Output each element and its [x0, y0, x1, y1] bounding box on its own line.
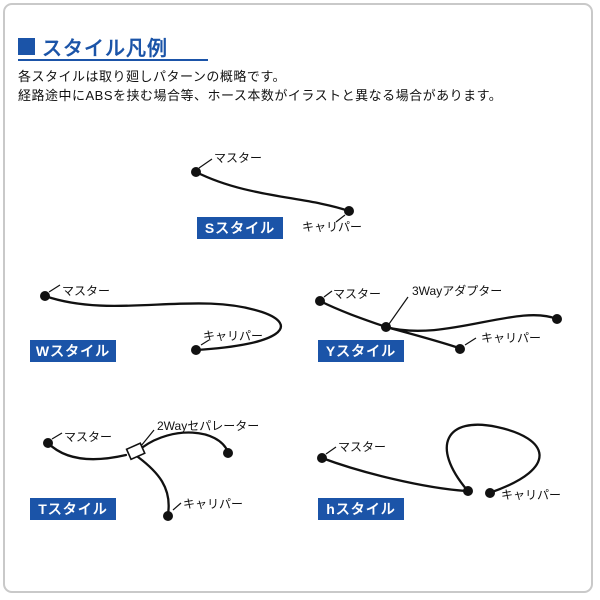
- w-caliper-leader-line: [200, 339, 210, 346]
- y-adapter-leader-line: [388, 296, 409, 325]
- y-style-diagram: [315, 290, 562, 354]
- h-master-dot: [317, 453, 327, 463]
- t-separator-label: 2Wayセパレーター: [157, 419, 260, 433]
- title-underline: [18, 59, 208, 61]
- s-caliper-label: キャリパー: [302, 220, 363, 234]
- h-style-name-box: hスタイル: [318, 498, 404, 520]
- t-hose-upper-branch-path: [141, 431, 230, 454]
- s-caliper-leader-line: [335, 214, 346, 223]
- blue-square-icon: [18, 38, 35, 55]
- h-caliper-label: キャリパー: [501, 488, 562, 502]
- w-master-dot: [40, 291, 50, 301]
- h-caliper-dot-right: [485, 488, 495, 498]
- t-separator-leader-line: [140, 429, 155, 447]
- h-caliper-dot-left: [463, 486, 473, 496]
- h-hose-loop-path: [445, 423, 541, 494]
- section-title: スタイル凡例: [18, 32, 168, 61]
- page-title: スタイル凡例: [42, 38, 168, 60]
- t-caliper-dot-lower: [163, 511, 173, 521]
- y-style-name-box: Yスタイル: [318, 340, 404, 362]
- w-hose-path: [43, 294, 282, 352]
- w-style-name-box: Wスタイル: [30, 340, 116, 362]
- w-master-label: マスター: [62, 284, 111, 298]
- s-master-label: マスター: [214, 151, 263, 165]
- s-style-name-box: Sスタイル: [197, 217, 283, 239]
- t-hose-master-path: [46, 441, 128, 461]
- t-style-diagram: [43, 429, 233, 521]
- s-caliper-dot: [344, 206, 354, 216]
- t-hose-lower-branch-path: [136, 455, 170, 516]
- h-master-label: マスター: [338, 440, 387, 454]
- h-hose-master-path: [320, 456, 468, 493]
- t-master-leader-line: [51, 432, 63, 440]
- s-hose-path: [194, 170, 351, 213]
- y-caliper-dot-upper: [552, 314, 562, 324]
- y-caliper-dot-lower: [455, 344, 465, 354]
- t-master-label: マスター: [64, 430, 113, 444]
- y-hose-master-path: [318, 299, 388, 329]
- t-caliper-leader-line: [172, 502, 182, 511]
- y-master-leader-line: [323, 290, 333, 298]
- h-style-diagram: [317, 423, 541, 498]
- y-master-dot: [315, 296, 325, 306]
- w-caliper-label: キャリパー: [203, 329, 264, 343]
- y-master-label: マスター: [333, 287, 382, 301]
- s-style-diagram: [191, 158, 354, 223]
- t-style-name-box: Tスタイル: [30, 498, 116, 520]
- t-master-dot: [43, 438, 53, 448]
- y-hose-short-branch-path: [384, 325, 461, 350]
- y-adapter-label: 3Wayアダプター: [412, 284, 503, 298]
- description-line-2: 経路途中にABSを挟む場合等、ホース本数がイラストと異なる場合があります。: [18, 88, 503, 103]
- t-caliper-label: キャリパー: [183, 497, 244, 511]
- y-hose-long-branch-path: [384, 314, 559, 332]
- y-adapter-junction-dot: [381, 322, 391, 332]
- w-style-diagram: [40, 284, 282, 355]
- s-master-leader-line: [198, 158, 213, 169]
- y-caliper-leader-line: [464, 337, 477, 346]
- y-caliper-label: キャリパー: [481, 331, 542, 345]
- w-caliper-dot: [191, 345, 201, 355]
- t-two-way-separator-shape: [125, 442, 146, 461]
- h-master-leader-line: [325, 446, 337, 455]
- t-caliper-dot-upper: [223, 448, 233, 458]
- s-master-dot: [191, 167, 201, 177]
- description-line-1: 各スタイルは取り廻しパターンの概略です。: [18, 69, 287, 84]
- w-master-leader-line: [48, 284, 61, 293]
